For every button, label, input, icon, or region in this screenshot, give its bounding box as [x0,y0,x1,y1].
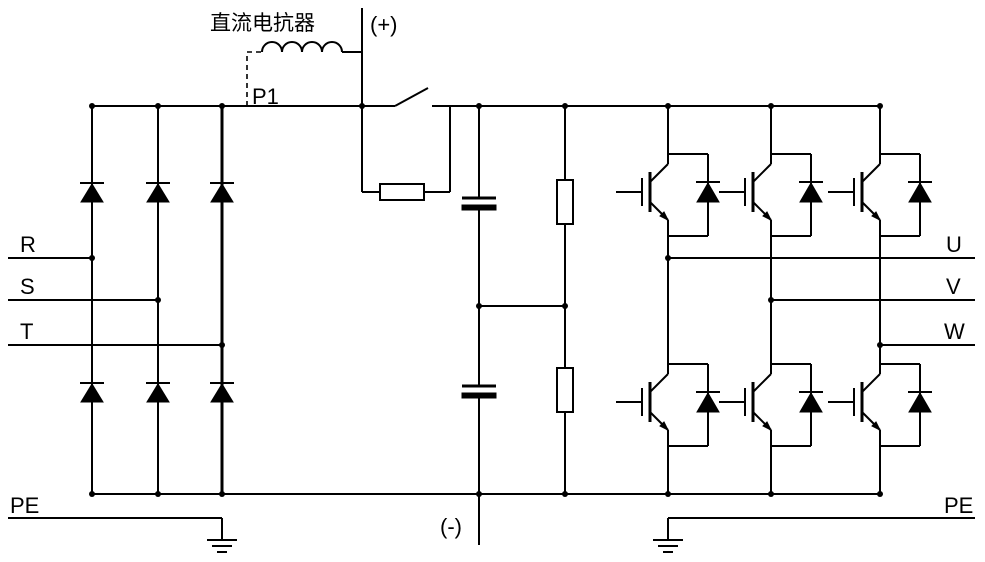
input-label-s: S [20,274,35,299]
ground-icon [652,539,684,553]
input-label-t: T [20,319,33,344]
rectifier-diode [79,382,105,403]
pe-right [652,517,975,553]
rectifier-diode [145,382,171,403]
dc-reactor [246,41,362,106]
igbt-lower-v [717,354,825,448]
output-label-w: W [944,319,965,344]
rectifier-diode [209,382,235,403]
junction-dots [89,103,883,497]
input-label-r: R [20,232,36,257]
inverter-bridge [614,106,934,494]
igbt-upper-w [826,144,934,238]
igbt-upper-u [614,144,722,238]
dc-reactor-label: 直流电抗器 [210,11,315,35]
rectifier-diode [79,182,105,203]
igbt-lower-w [826,354,934,448]
pe-right-label: PE [944,493,973,518]
dc-minus-label: (-) [440,514,462,539]
igbt-lower-u [614,354,722,448]
ground-icon [206,539,238,553]
igbt-upper-v [717,144,825,238]
dc-plus-label: (+) [370,12,398,37]
rectifier-diode [145,182,171,203]
pe-left-label: PE [10,493,39,518]
output-label-v: V [946,274,961,299]
output-label-u: U [946,232,962,257]
rectifier-diode [209,182,235,203]
balancing-resistors [479,106,574,494]
pe-left [8,517,238,553]
dc-link-capacitors [461,106,497,494]
p1-label: P1 [252,84,279,109]
charge-relay [361,87,451,201]
